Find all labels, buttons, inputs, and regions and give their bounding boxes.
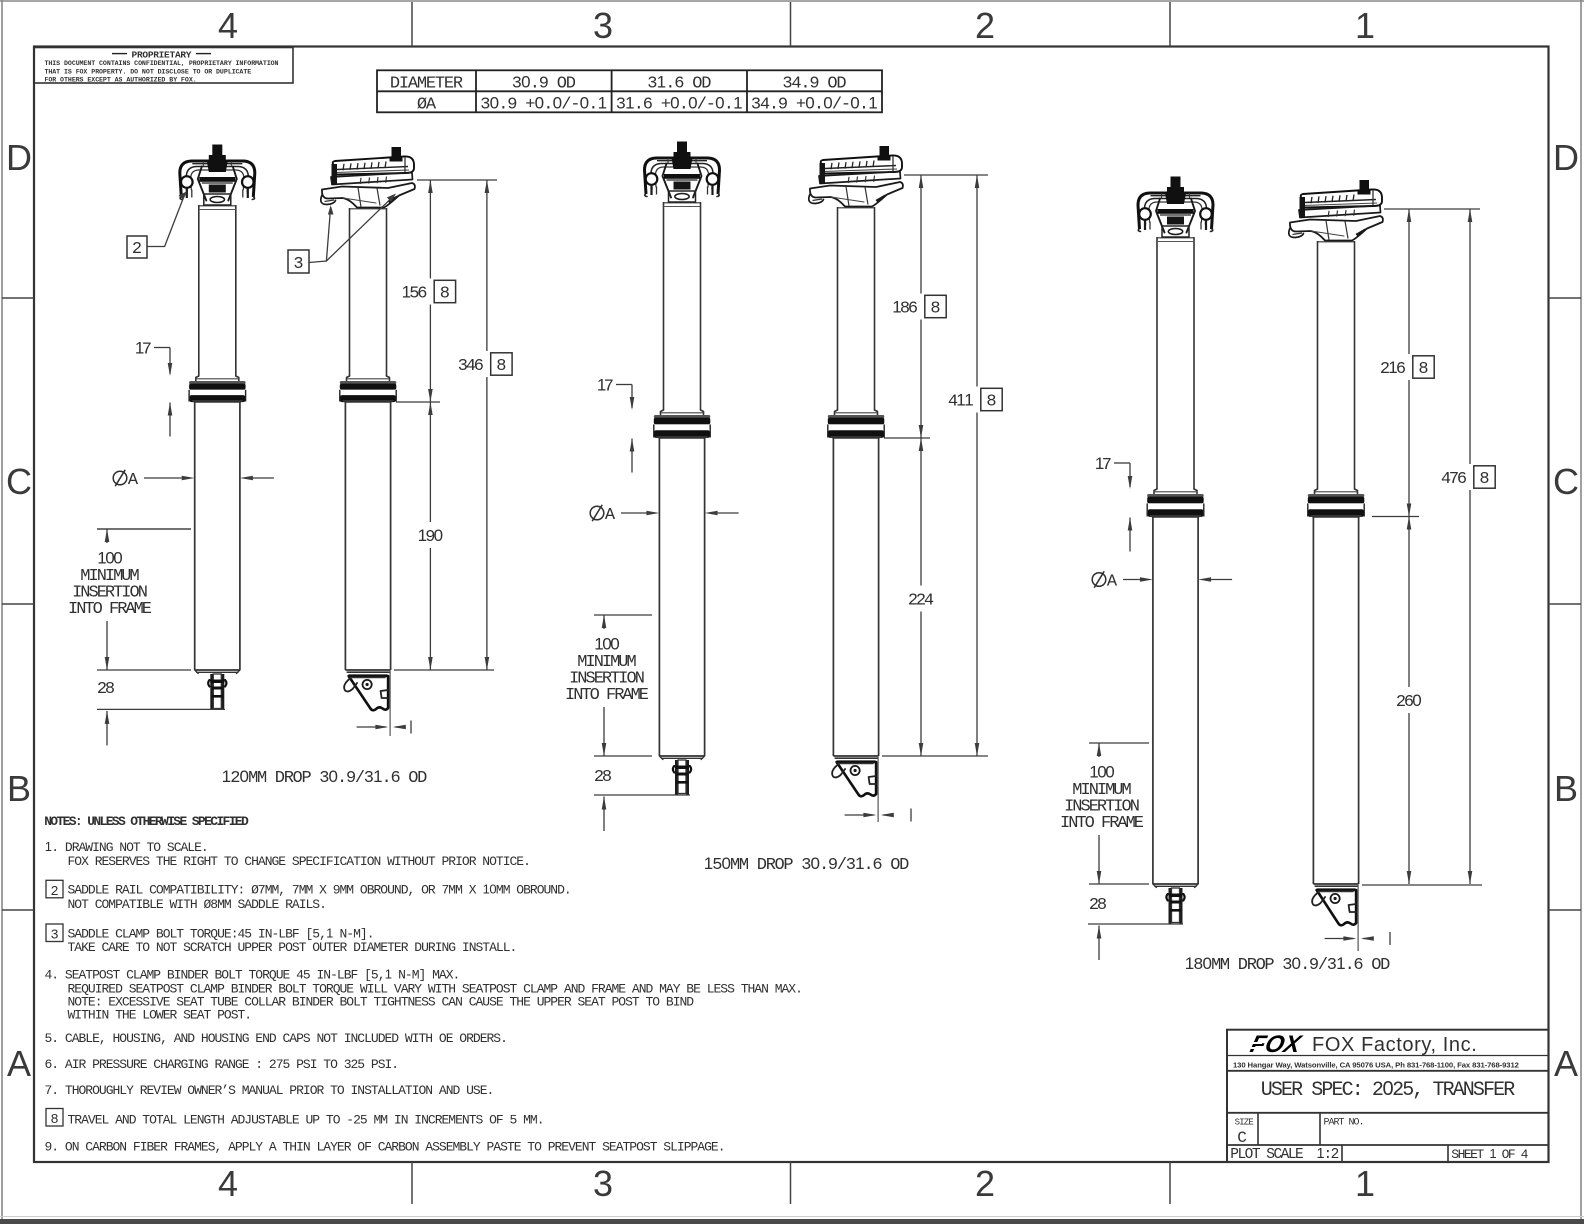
svg-text:4. SEATPOST CLAMP BINDER BOLT: 4. SEATPOST CLAMP BINDER BOLT TORQUE 45 … [44,967,460,983]
svg-text:USER SPEC: 2025, TRANSFER: USER SPEC: 2025, TRANSFER [1261,1078,1515,1102]
svg-text:INSERTION: INSERTION [72,584,148,603]
svg-text:100: 100 [594,635,619,654]
svg-text:SADDLE CLAMP BOLT TORQUE:45 IN: SADDLE CLAMP BOLT TORQUE:45 IN-LBF [5,1 … [67,926,374,942]
svg-text:FOX: FOX [1248,1031,1306,1058]
svg-text:6. AIR PRESSURE CHARGING RANGE: 6. AIR PRESSURE CHARGING RANGE : 275 PSI… [44,1057,399,1072]
svg-text:MINIMUM: MINIMUM [577,653,636,672]
svg-text:8: 8 [1418,360,1428,379]
svg-text:TAKE CARE TO NOT SCRATCH UPPER: TAKE CARE TO NOT SCRATCH UPPER POST OUTE… [67,940,517,955]
svg-text:34.9 +0.0/-0.1: 34.9 +0.0/-0.1 [751,93,878,114]
svg-text:411: 411 [948,391,974,412]
svg-text:120MM DROP 30.9/31.6 OD: 120MM DROP 30.9/31.6 OD [222,767,428,788]
svg-text:WITHIN THE LOWER SEAT POST.: WITHIN THE LOWER SEAT POST. [67,1008,252,1023]
svg-text:186: 186 [892,298,918,319]
svg-text:3: 3 [593,1163,613,1204]
svg-text:34.9 OD: 34.9 OD [782,74,846,93]
svg-text:A: A [1554,1043,1578,1084]
svg-text:ØA: ØA [417,95,437,114]
svg-text:THIS DOCUMENT CONTAINS CONFIDE: THIS DOCUMENT CONTAINS CONFIDENTIAL, PRO… [45,60,279,67]
svg-text:FOR OTHERS EXCEPT AS AUTHORIZE: FOR OTHERS EXCEPT AS AUTHORIZED BY FOX. [45,77,197,84]
svg-text:INSERTION: INSERTION [569,670,645,689]
svg-text:PART NO.: PART NO. [1323,1118,1364,1129]
svg-text:3: 3 [593,5,613,46]
svg-text:INSERTION: INSERTION [1064,798,1140,817]
svg-text:SADDLE RAIL COMPATIBILITY: Ø7M: SADDLE RAIL COMPATIBILITY: Ø7MM, 7MM X 9… [67,882,571,898]
svg-text:156: 156 [402,283,428,304]
svg-text:B: B [7,768,31,809]
svg-text:MINIMUM: MINIMUM [80,567,139,586]
svg-text:31.6 +0.0/-0.1: 31.6 +0.0/-0.1 [616,93,743,114]
svg-text:4: 4 [218,1163,238,1204]
svg-text:REQUIRED SEATPOST CLAMP BINDER: REQUIRED SEATPOST CLAMP BINDER BOLT TORQ… [67,982,802,997]
svg-text:THAT IS FOX PROPERTY. DO NOT: THAT IS FOX PROPERTY. DO NOT DISCLOSE TO… [45,68,252,75]
svg-text:8: 8 [1479,470,1489,489]
svg-text:346: 346 [458,357,484,376]
svg-text:NOTES: UNLESS OTHERWISE SPECIF: NOTES: UNLESS OTHERWISE SPECIFIED [44,814,249,829]
svg-text:17: 17 [1095,454,1112,475]
svg-text:B: B [1554,768,1578,809]
svg-text:2: 2 [50,885,58,900]
svg-text:4: 4 [218,5,238,46]
svg-text:2: 2 [975,5,995,46]
svg-text:C: C [1237,1129,1247,1147]
svg-text:INTO FRAME: INTO FRAME [68,600,152,619]
svg-text:PLOT SCALE: PLOT SCALE [1230,1147,1304,1163]
svg-text:8: 8 [986,393,996,412]
svg-text:FOX RESERVES THE RIGHT TO CHAN: FOX RESERVES THE RIGHT TO CHANGE SPECIFI… [67,854,530,869]
svg-text:C: C [1553,461,1579,502]
svg-text:DIAMETER: DIAMETER [390,74,463,93]
svg-text:30.9 +0.0/-0.1: 30.9 +0.0/-0.1 [480,93,607,114]
svg-text:17: 17 [597,376,614,397]
svg-text:130 Hangar Way, Watsonville, C: 130 Hangar Way, Watsonville, CA 95076 US… [1233,1061,1519,1070]
svg-text:2: 2 [975,1163,995,1204]
svg-text:A: A [1107,573,1118,592]
svg-text:INTO FRAME: INTO FRAME [1060,814,1144,833]
svg-text:1. DRAWING NOT TO SCALE.: 1. DRAWING NOT TO SCALE. [45,839,209,855]
svg-text:C: C [6,461,32,502]
svg-text:1:2: 1:2 [1317,1146,1340,1163]
svg-text:A: A [7,1043,31,1084]
svg-text:2: 2 [132,240,142,259]
svg-text:28: 28 [97,680,115,699]
svg-text:30.9 OD: 30.9 OD [512,72,576,93]
svg-text:NOTE: EXCESSIVE SEAT TUBE COLL: NOTE: EXCESSIVE SEAT TUBE COLLAR BINDER … [67,995,694,1010]
svg-text:8: 8 [930,300,940,319]
svg-text:A: A [605,506,616,525]
svg-text:100: 100 [1089,763,1114,782]
svg-text:260: 260 [1396,691,1422,712]
svg-text:D: D [6,137,32,178]
svg-text:8: 8 [440,285,450,304]
svg-text:180MM DROP 30.9/31.6 OD: 180MM DROP 30.9/31.6 OD [1185,954,1391,975]
svg-text:5. CABLE, HOUSING, AND HOUSING: 5. CABLE, HOUSING, AND HOUSING END CAPS … [44,1031,507,1046]
svg-text:476: 476 [1441,470,1467,489]
svg-text:1: 1 [1355,1163,1375,1204]
svg-text:17: 17 [135,339,152,360]
svg-text:3: 3 [50,929,58,944]
svg-text:150MM DROP 30.9/31.6 OD: 150MM DROP 30.9/31.6 OD [704,854,910,875]
svg-text:TRAVEL AND TOTAL LENGTH ADJUST: TRAVEL AND TOTAL LENGTH ADJUSTABLE UP TO… [67,1113,544,1128]
svg-text:SIZE: SIZE [1235,1118,1254,1128]
svg-text:216: 216 [1380,358,1406,379]
svg-text:9. ON CARBON FIBER FRAMES, APP: 9. ON CARBON FIBER FRAMES, APPLY A THIN … [44,1140,725,1155]
svg-text:PROPRIETARY: PROPRIETARY [132,50,192,61]
svg-text:28: 28 [594,768,612,787]
svg-text:28: 28 [1089,896,1107,915]
svg-text:8: 8 [496,357,506,376]
svg-text:8: 8 [50,1113,58,1128]
svg-text:FOX Factory, Inc.: FOX Factory, Inc. [1312,1034,1477,1056]
svg-text:SHEET 1 OF 4: SHEET 1 OF 4 [1451,1146,1528,1162]
svg-text:3: 3 [293,255,303,274]
svg-text:D: D [1553,137,1579,178]
svg-text:31.6 OD: 31.6 OD [647,72,711,93]
svg-text:190: 190 [418,526,443,547]
svg-text:224: 224 [908,592,934,611]
svg-text:A: A [128,471,139,490]
svg-text:7. THOROUGHLY REVIEW OWNER’S M: 7. THOROUGHLY REVIEW OWNER’S MANUAL PRIO… [44,1083,494,1098]
svg-text:100: 100 [97,549,122,568]
svg-text:MINIMUM: MINIMUM [1072,781,1131,800]
svg-text:INTO FRAME: INTO FRAME [565,686,649,705]
svg-text:1: 1 [1355,5,1375,46]
svg-text:NOT COMPATIBLE WITH Ø8MM SADDL: NOT COMPATIBLE WITH Ø8MM SADDLE RAILS. [67,897,326,912]
